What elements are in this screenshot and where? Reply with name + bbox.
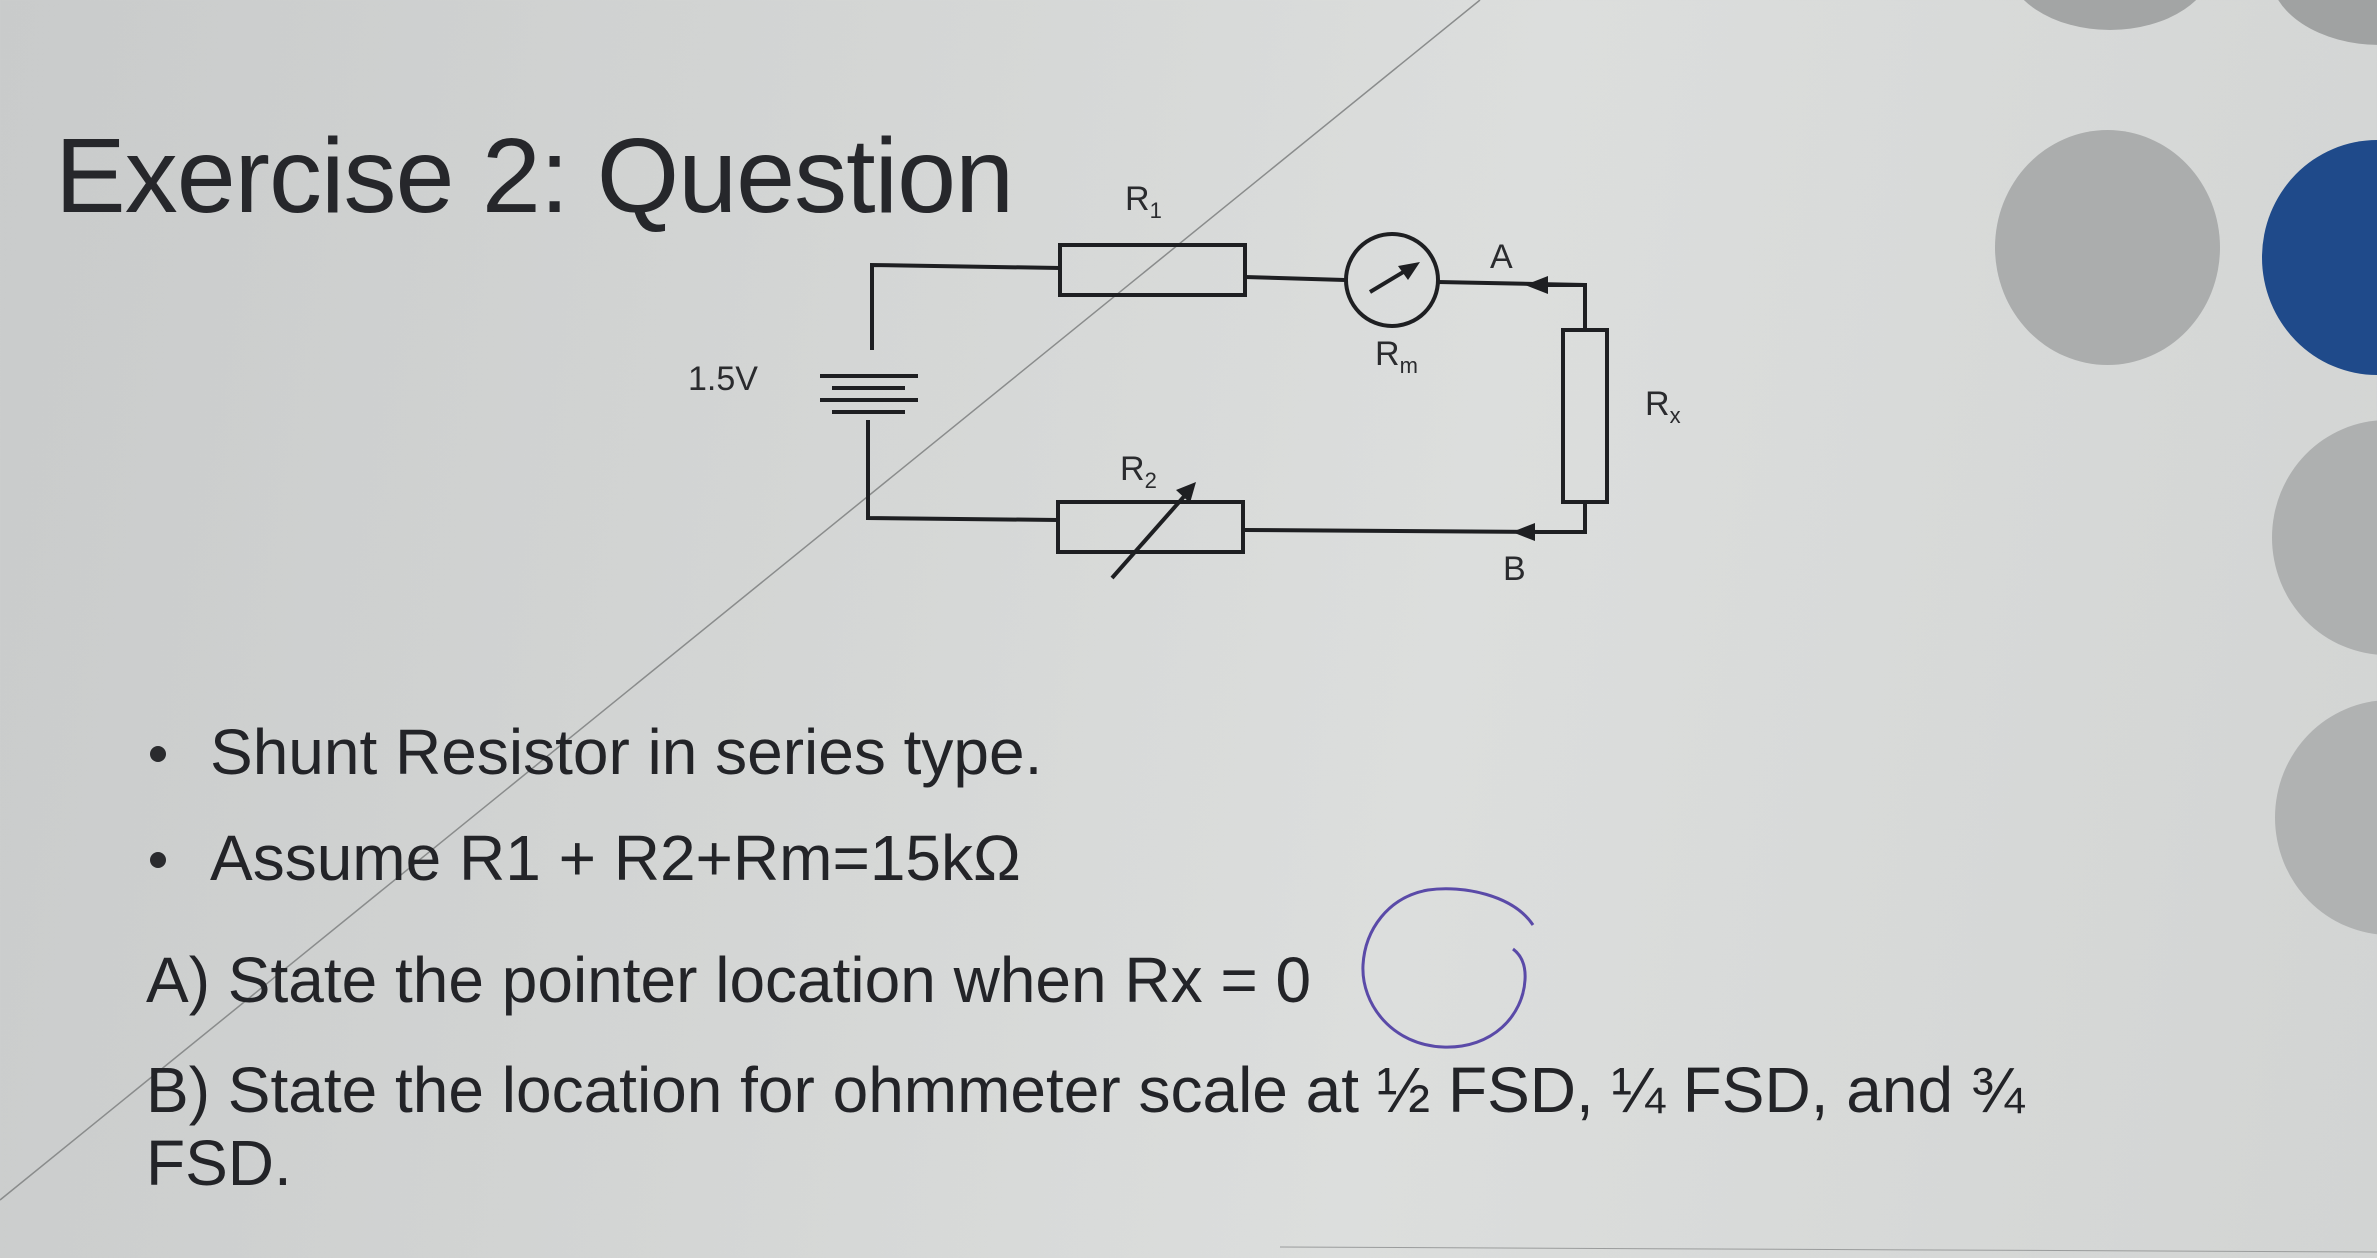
question-b-line2: FSD. [146, 1127, 292, 1199]
bullet-dot-icon [150, 852, 166, 868]
rm-label: Rm [1375, 335, 1418, 378]
bullet-item: Shunt Resistor in series type. [150, 720, 1042, 784]
resistor-rx [1561, 328, 1609, 504]
decorative-circle-gray-1 [1995, 130, 2220, 365]
bullet-item: Assume R1 + R2+Rm=15kΩ [150, 826, 1042, 890]
question-a: A) State the pointer location when Rx = … [146, 944, 1312, 1016]
question-b-line1: B) State the location for ohmmeter scale… [146, 1054, 2025, 1126]
bullet-list: Shunt Resistor in series type. Assume R1… [150, 720, 1042, 932]
terminal-a-label: A [1490, 238, 1513, 276]
resistor-r2 [1056, 500, 1245, 554]
battery-voltage-label: 1.5V [688, 360, 758, 398]
resistor-r1 [1058, 243, 1247, 297]
bullet-dot-icon [150, 746, 166, 762]
ink-circle-annotation [1361, 887, 1535, 1049]
terminal-a-arrow [1525, 276, 1548, 294]
r1-label: R1 [1125, 180, 1162, 223]
rx-label: Rx [1645, 385, 1681, 428]
terminal-b-arrow [1512, 523, 1535, 541]
slide-title: Exercise 2: Question [55, 117, 1014, 236]
battery-icon [820, 374, 918, 414]
terminal-b-label: B [1503, 550, 1526, 588]
meter-rm [1344, 232, 1440, 328]
r2-label: R2 [1120, 450, 1157, 493]
